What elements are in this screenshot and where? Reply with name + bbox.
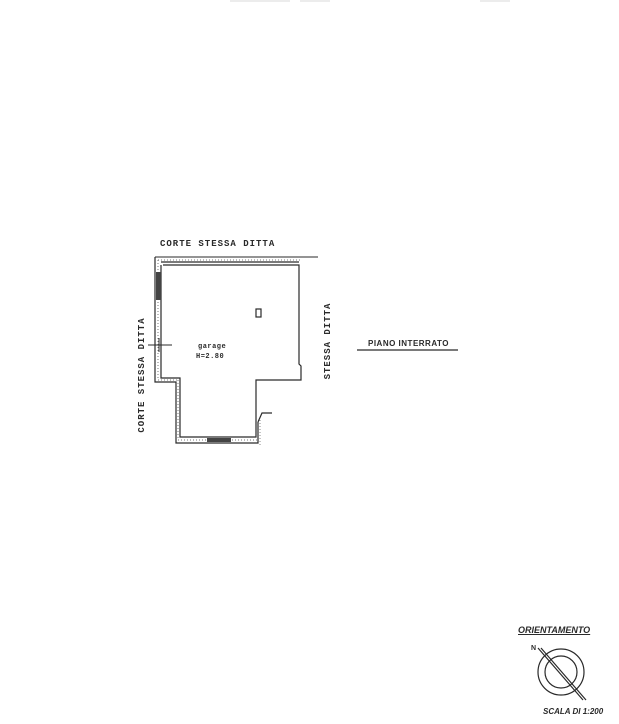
north-marker: N	[531, 645, 538, 652]
room-height: H=2.80	[196, 353, 225, 361]
left-neighbor-label: CORTE STESSA DITTA	[137, 317, 147, 433]
orientation-title: ORIENTAMENTO	[518, 625, 591, 635]
room-name: garage	[198, 343, 227, 351]
top-neighbor-label: CORTE STESSA DITTA	[160, 239, 276, 249]
wall-hatching	[157, 259, 300, 441]
compass-icon	[537, 647, 587, 701]
window-bottom	[207, 438, 231, 442]
section-crosshair	[148, 338, 172, 352]
walls	[154, 257, 302, 444]
column-marker	[255, 308, 262, 318]
right-neighbor-label: STESSA DITTA	[323, 302, 333, 380]
door-jamb	[257, 412, 272, 423]
scale-label: SCALA DI 1:200	[543, 707, 604, 716]
floor-label: PIANO INTERRATO	[368, 339, 449, 348]
window-left	[156, 272, 161, 300]
